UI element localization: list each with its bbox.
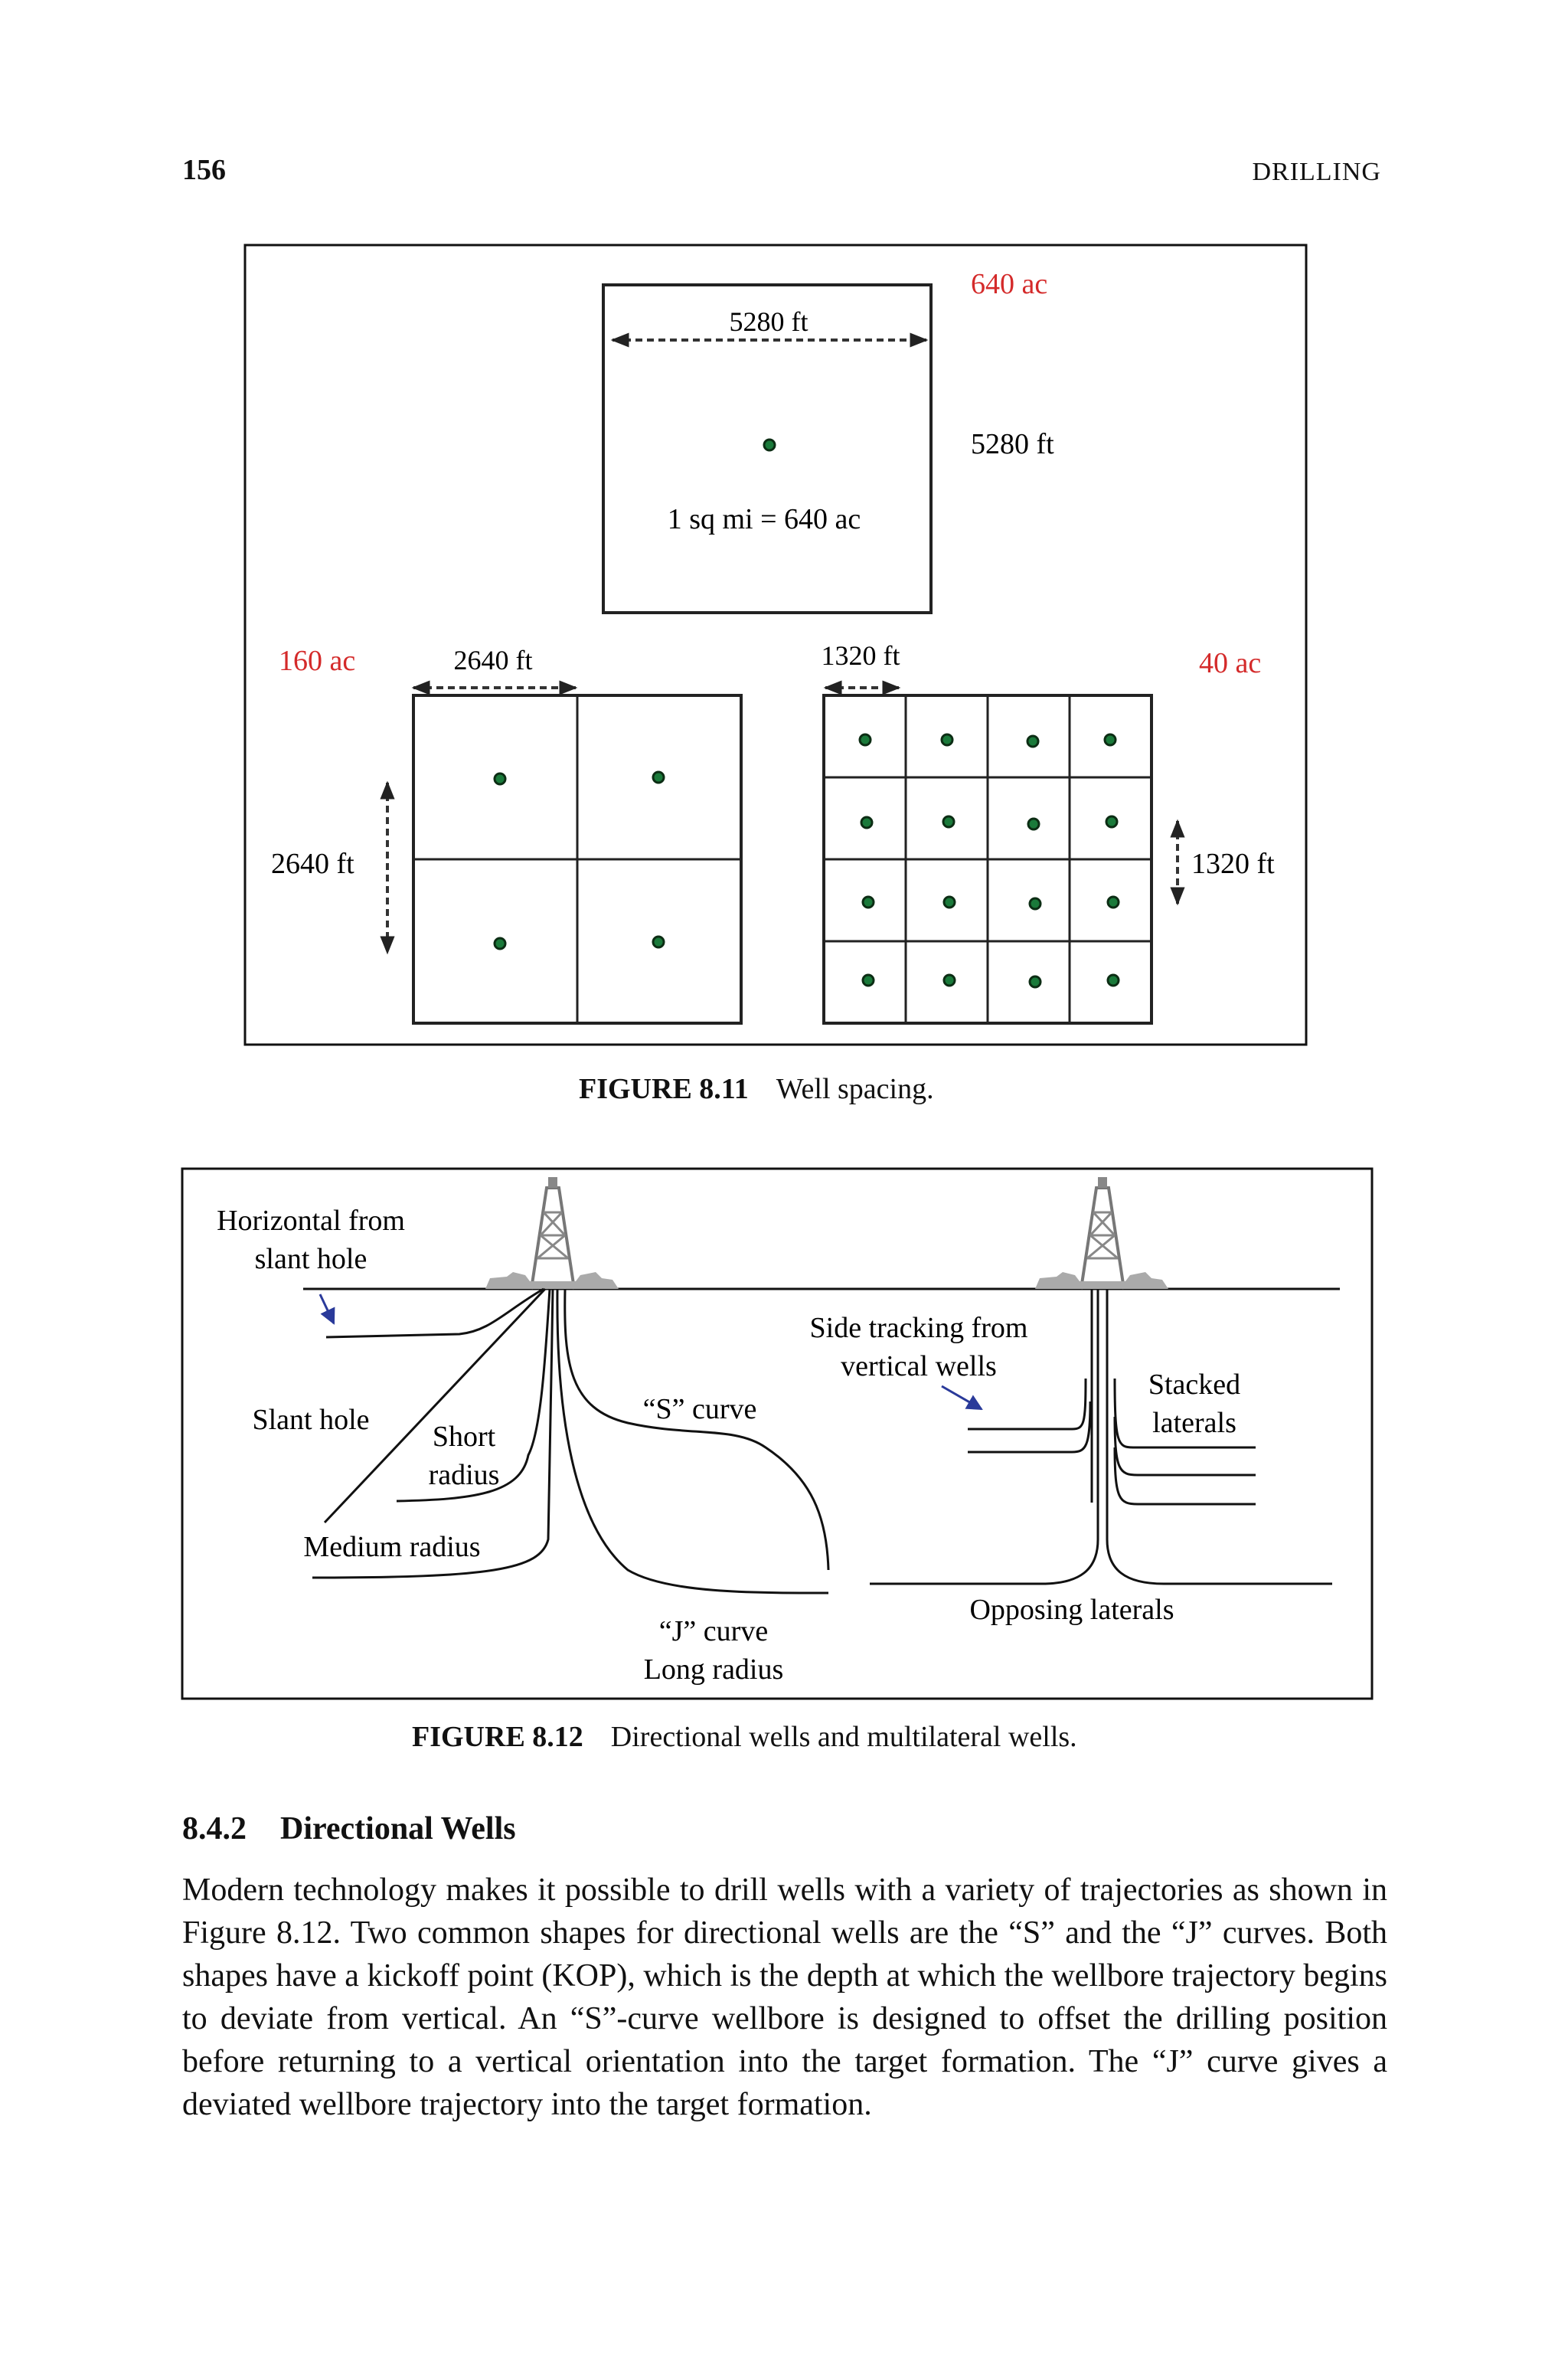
label-short: Short xyxy=(433,1421,496,1453)
label-2640ft-height: 2640 ft xyxy=(271,848,354,880)
opposing-lateral-left xyxy=(870,1289,1099,1585)
label-5280ft-height: 5280 ft xyxy=(971,428,1054,460)
label-5280ft-width: 5280 ft xyxy=(730,306,808,337)
section-title: Directional Wells xyxy=(280,1811,516,1846)
well-dot xyxy=(1028,975,1042,989)
well-dots-40ac xyxy=(858,733,1120,989)
label-2640ft-width: 2640 ft xyxy=(454,645,533,675)
well-dot xyxy=(493,937,507,950)
stacked-lateral-3 xyxy=(1113,1447,1256,1506)
well-dot xyxy=(763,438,776,452)
medium-radius-path xyxy=(312,1288,554,1579)
well-dot xyxy=(858,733,872,747)
well-dot xyxy=(1026,734,1040,748)
well-dot xyxy=(942,815,956,829)
label-horizontal-from: Horizontal from xyxy=(217,1205,405,1237)
label-1320ft-width: 1320 ft xyxy=(822,640,900,671)
stacked-lateral-2 xyxy=(1113,1416,1256,1477)
j-curve-path xyxy=(556,1288,829,1594)
well-dot xyxy=(1028,897,1042,911)
figure-8-12-caption: FIGURE 8.12 Directional wells and multila… xyxy=(412,1720,1077,1754)
label-slant-hole: Slant hole xyxy=(252,1404,369,1436)
opposing-lateral-right xyxy=(1106,1289,1332,1585)
label-radius: radius xyxy=(429,1459,500,1491)
well-dot xyxy=(652,770,665,784)
short-radius-path xyxy=(396,1288,551,1503)
caption-label: FIGURE 8.11 xyxy=(579,1073,749,1105)
label-160ac: 160 ac xyxy=(279,645,355,677)
drilling-rig-icon xyxy=(484,1176,620,1290)
well-dot xyxy=(493,772,507,786)
label-opposing-laterals: Opposing laterals xyxy=(969,1594,1174,1626)
well-dot xyxy=(942,973,956,987)
label-s-curve: “S” curve xyxy=(643,1393,757,1425)
well-dot xyxy=(1027,817,1040,831)
figure-frame xyxy=(243,244,1308,1046)
section-heading: 8.4.2 Directional Wells xyxy=(182,1810,516,1847)
blue-arrow-icon xyxy=(941,1385,983,1411)
label-j-curve: “J” curve xyxy=(659,1615,768,1647)
well-dot xyxy=(861,973,875,987)
label-slant-hole-top: slant hole xyxy=(255,1243,368,1275)
well-dot xyxy=(1103,733,1117,747)
stacked-lateral-1 xyxy=(1113,1378,1256,1449)
caption-text: Well spacing. xyxy=(776,1073,934,1105)
running-head: DRILLING xyxy=(1252,158,1381,186)
well-dot xyxy=(860,816,874,829)
well-dot xyxy=(942,895,956,909)
horizontal-from-slant-path xyxy=(325,1287,544,1339)
figure-8-11: 5280 ft 1 sq mi = 640 ac 640 ac 5280 ft … xyxy=(243,244,1308,1046)
figure-8-12: Horizontal from slant hole Slant hole Sh… xyxy=(181,1167,1374,1700)
s-curve-path xyxy=(564,1288,830,1571)
well-dot xyxy=(1105,815,1119,829)
section-number: 8.4.2 xyxy=(182,1811,247,1846)
figure-8-11-caption: FIGURE 8.11 Well spacing. xyxy=(579,1072,934,1106)
well-dot xyxy=(861,895,875,909)
label-640ac: 640 ac xyxy=(971,268,1047,300)
label-long-radius: Long radius xyxy=(644,1653,784,1686)
well-dot xyxy=(652,935,665,949)
well-dot xyxy=(940,733,954,747)
section-square-640ac xyxy=(602,283,933,614)
label-sq-mi: 1 sq mi = 640 ac xyxy=(668,503,861,535)
label-medium-radius: Medium radius xyxy=(303,1531,480,1563)
label-stacked: Stacked xyxy=(1148,1369,1240,1401)
side-track-2 xyxy=(968,1401,1092,1454)
body-paragraph: Modern technology makes it possible to d… xyxy=(182,1872,1387,2122)
caption-text: Directional wells and multilateral wells… xyxy=(610,1721,1077,1753)
label-laterals: laterals xyxy=(1152,1407,1236,1439)
label-vertical-wells: vertical wells xyxy=(841,1350,997,1382)
right-well-trajectories xyxy=(870,1289,1332,1585)
label-1320ft-height: 1320 ft xyxy=(1191,848,1275,880)
label-side-tracking: Side tracking from xyxy=(810,1312,1028,1344)
left-well-trajectories xyxy=(312,1287,830,1594)
label-40ac: 40 ac xyxy=(1199,647,1261,679)
page-number: 156 xyxy=(182,154,226,186)
well-dot xyxy=(1106,895,1120,909)
side-track-1 xyxy=(968,1378,1087,1431)
figure-frame xyxy=(181,1167,1374,1700)
slant-hole-path xyxy=(323,1287,547,1524)
blue-arrow-icon xyxy=(318,1294,335,1325)
caption-label: FIGURE 8.12 xyxy=(412,1721,583,1753)
drilling-rig-icon xyxy=(1034,1176,1170,1290)
well-dot xyxy=(1106,973,1120,987)
